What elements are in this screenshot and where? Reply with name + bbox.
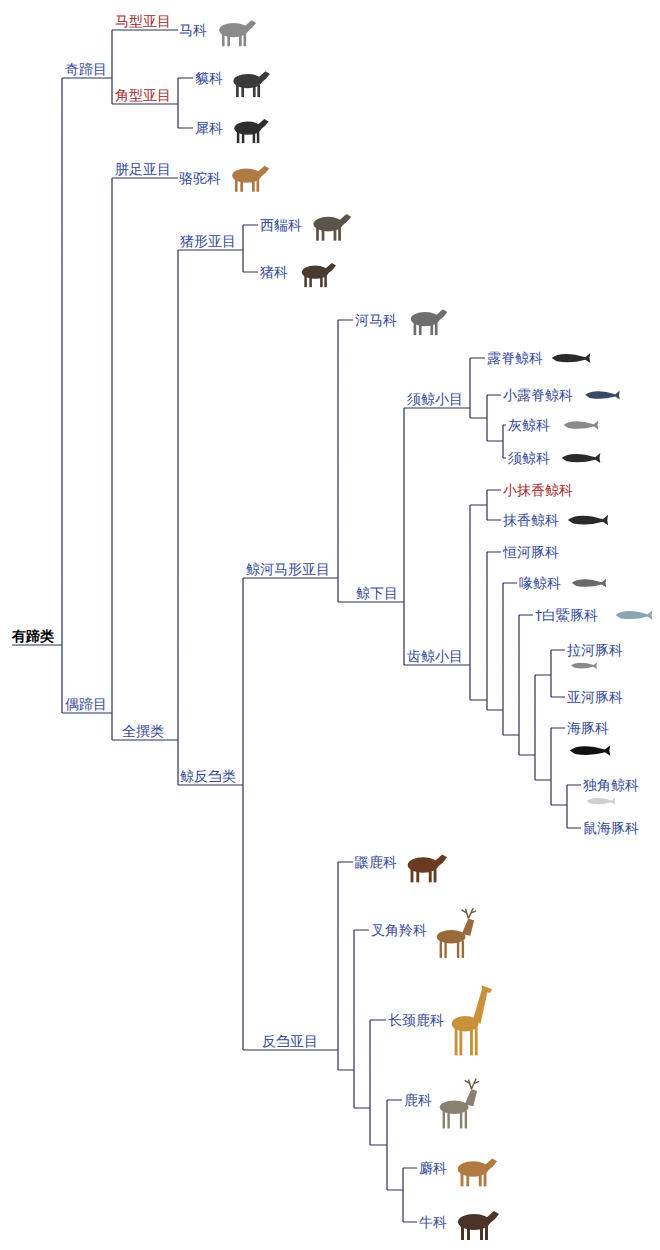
- camel-icon: [232, 166, 269, 192]
- clade-label: 马型亚目: [115, 13, 171, 29]
- whale-icon: [552, 353, 591, 363]
- taxon-label: 牛科: [419, 1214, 447, 1230]
- whale-icon: [564, 421, 599, 430]
- dolphin-icon: [616, 610, 653, 620]
- taxon-label: 抹香鲸科: [503, 512, 559, 528]
- clade-label: 须鲸小目: [407, 391, 463, 407]
- clade-label: 胼足亚目: [115, 161, 171, 177]
- tree-branches: [12, 30, 581, 1222]
- taxon-label: 鹿科: [404, 1092, 432, 1108]
- pronghorn-icon: [437, 908, 476, 958]
- tapir-icon: [233, 71, 269, 97]
- clade-label: 鲸河马形亚目: [246, 561, 330, 577]
- whale-icon: [568, 515, 608, 526]
- taxon-label: 犀科: [195, 120, 223, 136]
- taxon-label: 鼠海豚科: [583, 820, 639, 836]
- taxon-label: 河马科: [355, 312, 397, 328]
- clade-label: 鲸反刍类: [180, 768, 236, 784]
- taxon-label: 小露脊鲸科: [503, 387, 573, 403]
- clade-label: 偶蹄目: [65, 696, 107, 712]
- taxon-label: 鼷鹿科: [355, 854, 397, 870]
- taxon-label: 亚河豚科: [567, 689, 623, 705]
- boar-icon: [302, 263, 336, 287]
- muskdeer-icon: [458, 1158, 497, 1186]
- whale-icon: [572, 579, 607, 588]
- taxon-label: 马科: [179, 22, 207, 38]
- clade-label: 奇蹄目: [65, 61, 107, 77]
- taxon-label: 骆驼科: [179, 170, 221, 186]
- taxon-label: 貘科: [195, 70, 223, 86]
- clade-label: 猪形亚目: [180, 233, 236, 249]
- taxon-label: 灰鲸科: [508, 417, 550, 433]
- whale-icon: [585, 391, 620, 400]
- clade-label: 有蹄类: [12, 628, 54, 644]
- hippo-icon: [411, 309, 447, 335]
- narwhal-icon: [587, 797, 616, 805]
- clade-label: 齿鲸小目: [407, 648, 463, 664]
- taxon-label: 麝科: [419, 1160, 447, 1176]
- clade-label: 反刍亚目: [262, 1033, 318, 1049]
- taxon-label: 独角鲸科: [583, 777, 639, 793]
- deer-icon: [440, 1079, 479, 1129]
- mousedeer-icon: [408, 854, 447, 882]
- taxon-label: 喙鲸科: [519, 575, 561, 591]
- clade-label: 鲸下目: [356, 585, 398, 601]
- clade-label: 角型亚目: [115, 87, 171, 103]
- peccary-icon: [313, 214, 351, 241]
- taxon-label: 海豚科: [567, 720, 609, 736]
- zebra-icon: [219, 20, 256, 46]
- bison-icon: [458, 1211, 499, 1240]
- taxon-label: 叉角羚科: [371, 922, 427, 938]
- whale-icon: [562, 453, 601, 463]
- taxon-label: 猪科: [260, 264, 288, 280]
- giraffe-icon: [452, 985, 492, 1055]
- taxon-label: 恒河豚科: [503, 544, 559, 560]
- taxon-label: †白鱀豚科: [535, 607, 598, 623]
- taxon-label: 西貒科: [260, 217, 302, 233]
- clade-label: 全撰类: [122, 723, 164, 739]
- rhino-icon: [234, 119, 268, 143]
- dolphin-icon: [571, 662, 597, 669]
- taxon-label: 长颈鹿科: [388, 1012, 444, 1028]
- taxon-label: 拉河豚科: [567, 642, 623, 658]
- taxon-label: 须鲸科: [508, 450, 550, 466]
- taxon-label: 小抹香鲸科: [503, 482, 573, 498]
- orca-icon: [570, 745, 610, 756]
- taxon-label: 露脊鲸科: [487, 350, 543, 366]
